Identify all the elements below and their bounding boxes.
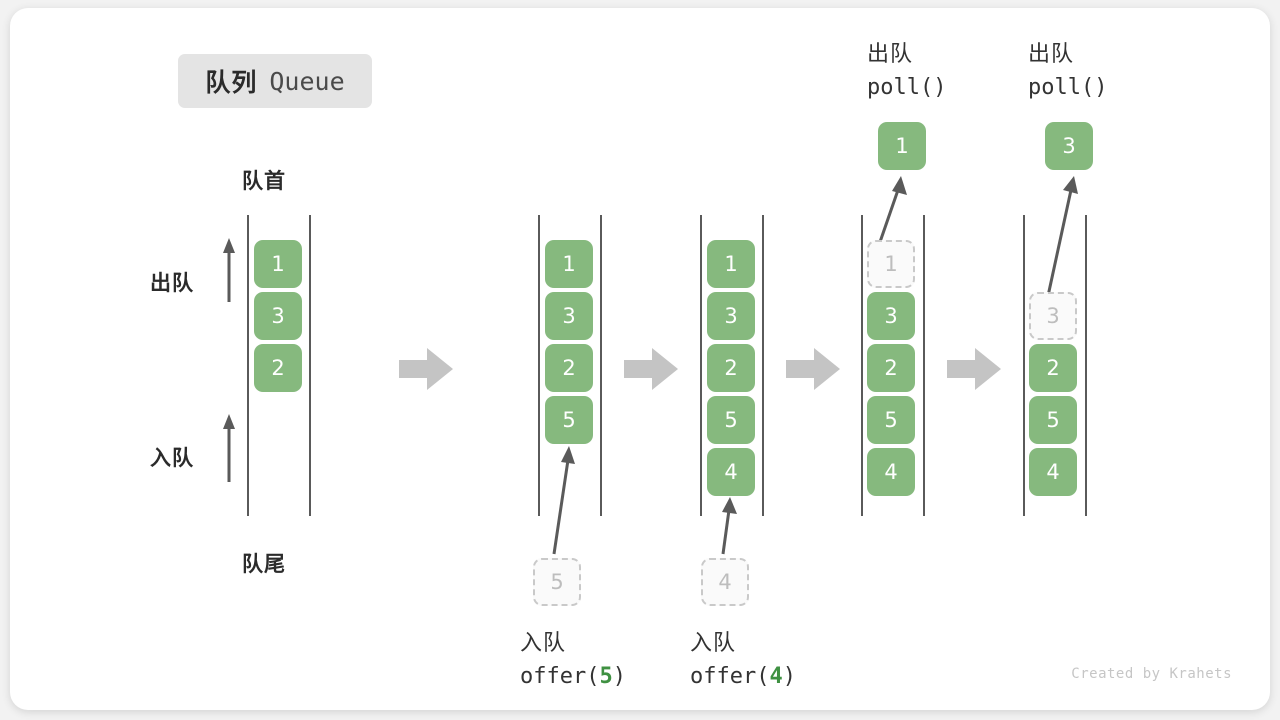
figure-card: 队列 Queue 队首 队尾 出队 入队 1 3 2 1 3: [10, 8, 1270, 710]
queue-cell: 2: [545, 344, 593, 392]
dequeue-pop-arrow-icon: [878, 176, 907, 243]
queue-cell: 1: [254, 240, 302, 288]
queue-rail-left-5: [1023, 215, 1025, 516]
queue-rail-left-1: [247, 215, 249, 516]
queue-cell: 4: [1029, 448, 1077, 496]
queue-cell: 1: [707, 240, 755, 288]
popped-cell: 1: [878, 122, 926, 170]
step-header-poll-1: 出队 poll(): [867, 38, 946, 104]
step-caption-code: offer(5): [520, 664, 626, 689]
step-transition-arrow-icon: [786, 348, 840, 390]
step-header-code: poll(): [1028, 75, 1108, 100]
step-caption-code: offer(4): [690, 664, 796, 689]
queue-rail-right-4: [923, 215, 925, 516]
queue-cell-removed: 3: [1029, 292, 1077, 340]
queue-cell: 3: [254, 292, 302, 340]
queue-rail-right-3: [762, 215, 764, 516]
queue-rail-left-4: [861, 215, 863, 516]
queue-rail-left-3: [700, 215, 702, 516]
dequeue-pop-arrow-icon: [1046, 176, 1078, 297]
step-caption-cn: 入队: [690, 631, 737, 656]
queue-rail-right-1: [309, 215, 311, 516]
dequeue-direction-arrow-icon: [223, 238, 235, 302]
queue-cell: 5: [545, 396, 593, 444]
enqueue-insert-arrow-icon: [552, 446, 575, 555]
step-header-poll-3: 出队 poll(): [1028, 38, 1107, 104]
queue-cell: 2: [707, 344, 755, 392]
queue-cell: 5: [707, 396, 755, 444]
queue-cell: 1: [545, 240, 593, 288]
credit-text: Created by Krahets: [1071, 666, 1232, 682]
queue-head-label: 队首: [242, 169, 286, 193]
incoming-ghost-cell: 5: [533, 558, 581, 606]
queue-cell: 2: [867, 344, 915, 392]
step-header-cn: 出队: [1028, 42, 1075, 67]
queue-cell: 4: [707, 448, 755, 496]
figure-title-chip: 队列 Queue: [178, 54, 372, 108]
queue-rail-right-5: [1085, 215, 1087, 516]
step-caption-cn: 入队: [520, 631, 567, 656]
step-transition-arrow-icon: [399, 348, 453, 390]
figure-title-en: Queue: [269, 66, 345, 96]
step-caption-offer-5: 入队 offer(5): [520, 627, 626, 693]
enqueue-direction-arrow-icon: [223, 414, 235, 482]
queue-rail-right-2: [600, 215, 602, 516]
step-transition-arrow-icon: [947, 348, 1001, 390]
step-transition-arrow-icon: [624, 348, 678, 390]
queue-cell: 5: [1029, 396, 1077, 444]
step-header-code: poll(): [867, 75, 947, 100]
queue-rail-left-2: [538, 215, 540, 516]
queue-cell: 4: [867, 448, 915, 496]
queue-cell-removed: 1: [867, 240, 915, 288]
dequeue-direction-label: 出队: [150, 271, 194, 295]
step-caption-arg: 4: [769, 664, 783, 689]
step-header-cn: 出队: [867, 42, 914, 67]
incoming-ghost-cell: 4: [701, 558, 749, 606]
queue-cell: 3: [707, 292, 755, 340]
queue-cell: 2: [1029, 344, 1077, 392]
queue-cell: 3: [867, 292, 915, 340]
enqueue-insert-arrow-icon: [721, 497, 737, 555]
enqueue-direction-label: 入队: [150, 446, 194, 470]
queue-cell: 2: [254, 344, 302, 392]
popped-cell: 3: [1045, 122, 1093, 170]
queue-tail-label: 队尾: [242, 552, 286, 576]
step-caption-offer-4: 入队 offer(4): [690, 627, 796, 693]
step-caption-arg: 5: [599, 664, 613, 689]
queue-cell: 3: [545, 292, 593, 340]
queue-cell: 5: [867, 396, 915, 444]
figure-title-cn: 队列: [205, 68, 258, 97]
